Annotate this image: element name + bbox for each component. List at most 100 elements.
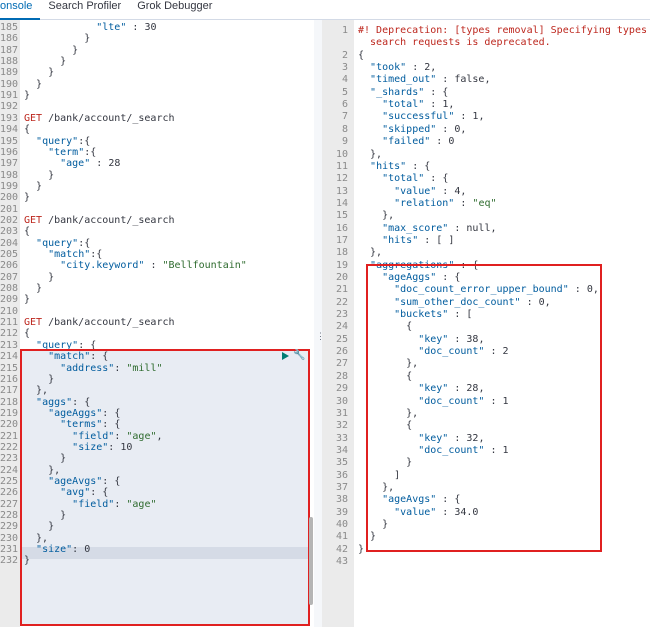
wrench-icon[interactable]: 🔧 <box>293 350 306 361</box>
line-number: 215 <box>0 362 19 374</box>
line-number: 24 <box>335 321 348 333</box>
line-number: 42 <box>335 543 348 555</box>
code-line: 2{ <box>322 50 650 62</box>
code-line: 34 "doc_count" : 1 <box>322 445 650 457</box>
line-number: 32 <box>335 420 348 432</box>
code-text: "match": { <box>48 351 109 363</box>
line-number: 17 <box>335 234 348 246</box>
request-gutter <box>0 20 20 627</box>
code-line: 187 } <box>0 45 314 57</box>
code-text: "max_score" : null, <box>382 222 497 234</box>
code-text: } <box>24 555 31 567</box>
code-text: #! Deprecation: [types removal] Specifyi… <box>358 25 650 36</box>
code-line: 7 "successful" : 1, <box>322 111 650 123</box>
code-text: { <box>358 420 413 432</box>
request-scrollbar[interactable] <box>309 517 313 605</box>
line-number: 198 <box>0 169 19 181</box>
line-number: 9 <box>341 136 348 148</box>
line-number: 231 <box>0 544 19 556</box>
code-line: 227 "field": "age" <box>0 499 314 511</box>
code-text: "total" : 1, <box>382 99 455 111</box>
code-line: 40 } <box>322 519 650 531</box>
code-line: 18 }, <box>322 247 650 259</box>
code-line: 209} <box>0 294 314 306</box>
code-line: 43 <box>322 556 650 568</box>
code-text: } <box>24 78 43 90</box>
code-text: "ageAggs" : { <box>382 272 461 283</box>
tab-search-profiler[interactable]: Search Profiler <box>48 0 122 12</box>
code-text: } <box>24 453 67 465</box>
code-text: } <box>358 457 413 469</box>
code-text: "field": "age" <box>72 498 157 510</box>
code-line: 29 "key" : 28, <box>322 383 650 395</box>
code-line: 231 "size": 0 <box>0 544 314 556</box>
code-text: } <box>24 373 55 385</box>
code-text: "size": 0 <box>36 544 91 556</box>
code-line: 204 "query":{ <box>0 238 314 250</box>
line-number: 41 <box>335 531 348 543</box>
line-number: 223 <box>0 453 19 465</box>
code-text: "terms": { <box>60 419 121 431</box>
code-line: 226 "avg": { <box>0 487 314 499</box>
code-line: 1#! Deprecation: [types removal] Specify… <box>322 25 650 37</box>
line-number: 186 <box>0 33 19 45</box>
code-text: } <box>24 56 67 68</box>
line-number: 191 <box>0 90 19 102</box>
drag-handle-icon[interactable]: ⋮ <box>316 331 325 341</box>
line-number: 23 <box>335 309 348 321</box>
code-text: "ageAvgs": { <box>48 476 121 487</box>
code-line: 222 "size": 10 <box>0 442 314 454</box>
code-text: }, <box>358 247 383 259</box>
code-text: "relation" : "eq" <box>394 197 497 209</box>
code-line: 198 } <box>0 170 314 182</box>
code-text: "match":{ <box>48 249 103 260</box>
line-number: 35 <box>335 457 348 469</box>
tab-grok-debugger[interactable]: Grok Debugger <box>137 0 213 12</box>
code-line: 195 "query":{ <box>0 136 314 148</box>
line-number: 18 <box>335 247 348 259</box>
code-line: 32 { <box>322 420 650 432</box>
line-number: 31 <box>335 407 348 419</box>
code-text: }, <box>358 210 395 222</box>
code-line: 220 "terms": { <box>0 419 314 431</box>
code-line: 203{ <box>0 226 314 238</box>
code-text: "doc_count_error_upper_bound" : 0, <box>394 284 599 296</box>
code-text: } <box>24 33 91 45</box>
code-text: search requests is deprecated. <box>358 37 551 49</box>
tab-console[interactable]: onsole <box>0 0 41 20</box>
line-number: 230 <box>0 532 19 544</box>
code-line: 14 "relation" : "eq" <box>322 198 650 210</box>
code-text: "term":{ <box>48 146 97 158</box>
code-text: "successful" : 1, <box>382 111 485 123</box>
code-text: { <box>24 124 31 136</box>
code-line: 212{ <box>0 328 314 340</box>
line-number: 28 <box>335 370 348 382</box>
line-number: 203 <box>0 226 19 238</box>
play-icon[interactable] <box>282 352 289 360</box>
code-line: 36 ] <box>322 470 650 482</box>
code-text: } <box>24 510 67 522</box>
line-number: 6 <box>341 99 348 111</box>
code-text: "city.keyword" : "Bellfountain" <box>60 260 247 272</box>
code-text: "timed_out" : false, <box>370 74 491 86</box>
code-text: } <box>358 519 389 530</box>
line-number: 36 <box>335 469 348 481</box>
line-number: 192 <box>0 101 19 113</box>
code-line: 22 "sum_other_doc_count" : 0, <box>322 297 650 309</box>
line-number: 19 <box>335 259 348 271</box>
code-text: "ageAvgs" : { <box>382 494 461 506</box>
code-line: 196 "term":{ <box>0 147 314 159</box>
line-number: 16 <box>335 222 348 234</box>
line-number: 14 <box>335 197 348 209</box>
code-text: "query":{ <box>36 135 91 147</box>
line-number: 30 <box>335 395 348 407</box>
code-line: 205 "match":{ <box>0 249 314 261</box>
pane-divider[interactable] <box>314 20 322 627</box>
code-line: 232} <box>0 555 314 567</box>
code-line: 11 "hits" : { <box>322 161 650 173</box>
response-gutter <box>322 20 354 627</box>
code-text: { <box>358 49 365 61</box>
code-text: }, <box>358 407 419 419</box>
